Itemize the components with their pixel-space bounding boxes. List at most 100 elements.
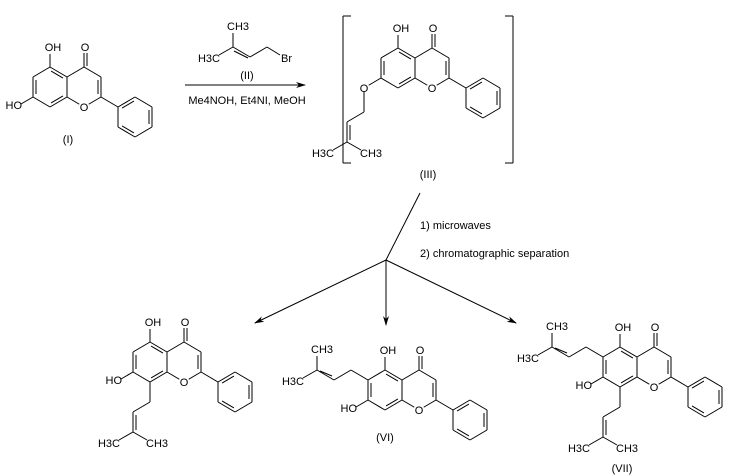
prenyl-double-bond [316, 369, 335, 381]
double-bond-line [456, 428, 470, 437]
prenyl-bond [332, 141, 348, 151]
ether-oxygen-label: O [360, 83, 369, 95]
reagent-microwaves: 1) microwaves [420, 220, 491, 232]
compound-label-I: (I) [63, 134, 73, 146]
bond [32, 66, 51, 78]
bond [100, 96, 119, 108]
carbonyl-oxygen-label: O [429, 23, 438, 35]
branch-arrow-stem [385, 192, 421, 261]
hydroxyl-label: HO [106, 375, 123, 387]
bond [670, 376, 689, 388]
methyl-label: H3C [198, 53, 220, 65]
bond [619, 376, 638, 388]
double-bond-line [121, 100, 135, 109]
bond [132, 341, 151, 353]
methyl-label: CH3 [546, 321, 568, 333]
label-mask [178, 376, 190, 388]
carbonyl-oxygen-label: O [416, 345, 425, 357]
prenyl-bond [568, 346, 587, 358]
hydroxyl-label: OH [615, 322, 632, 334]
methyl-label: H3C [98, 438, 120, 450]
methyl-label: CH3 [146, 438, 168, 450]
phenyl-bond [704, 376, 723, 388]
phenyl-bond [452, 399, 471, 411]
label-mask [78, 101, 90, 113]
bond [149, 371, 168, 383]
bond [249, 46, 268, 58]
prenyl-bond [346, 141, 362, 151]
prenyl-bond [350, 369, 369, 381]
prenyl-bond [585, 346, 604, 358]
phenyl-bond [465, 107, 484, 119]
ring-oxygen-label: O [415, 405, 424, 417]
bond [397, 47, 416, 59]
prenyl-bond [602, 436, 618, 446]
bond [66, 66, 85, 78]
double-bond-line [221, 400, 235, 409]
methyl-label: CH3 [227, 21, 249, 33]
hydroxyl-label: HO [576, 380, 593, 392]
bond [602, 346, 621, 358]
methyl-label: H3C [282, 376, 304, 388]
prenyl-bond [132, 401, 151, 413]
bond [636, 346, 655, 358]
methyl-label: CH3 [311, 344, 333, 356]
double-bond-line [469, 106, 483, 115]
double-bond-line [398, 51, 412, 60]
label-mask [413, 404, 425, 416]
phenyl-bond [117, 96, 136, 108]
bond [414, 47, 433, 59]
hydroxyl-label: OH [145, 317, 162, 329]
phenyl-bond [469, 399, 488, 411]
double-bond [232, 46, 251, 58]
bond [20, 96, 34, 105]
double-bond-line [221, 375, 235, 384]
double-bond-line [385, 373, 399, 382]
compound-label-II: (II) [240, 70, 253, 82]
double-bond-line [319, 370, 333, 377]
phenyl-bond [687, 376, 706, 388]
bond [183, 341, 202, 353]
double-bond-line [150, 345, 164, 354]
label-mask [426, 82, 438, 94]
double-bond-line [385, 398, 399, 407]
compound-label-III: (III) [420, 169, 437, 181]
label-mask [648, 381, 660, 393]
methyl-label: H3C [312, 148, 334, 160]
bond [380, 47, 399, 59]
methyl-label: CH3 [616, 443, 638, 455]
bond [266, 46, 281, 56]
double-bond-line [150, 370, 164, 379]
bond [431, 47, 450, 59]
bond [120, 371, 134, 380]
bond [132, 371, 151, 383]
carbonyl-oxygen-label: O [651, 322, 660, 334]
double-bond-line [691, 380, 705, 389]
methyl-label: H3C [568, 443, 590, 455]
bond [448, 77, 467, 89]
carbonyl-oxygen-label: O [81, 42, 90, 54]
prenyl-bond [346, 111, 365, 123]
bond [602, 376, 621, 388]
bond [200, 371, 219, 383]
phenyl-bond [234, 401, 253, 413]
double-bond-line [50, 70, 64, 79]
reagent-conditions-step1: Me4NOH, Et4NI, MeOH [188, 95, 305, 107]
phenyl-bond [469, 429, 488, 441]
bond [384, 399, 403, 411]
compound-label-VI: (VI) [376, 432, 394, 444]
hydroxyl-label: HO [6, 100, 23, 112]
bond [367, 369, 386, 381]
phenyl-bond [482, 107, 501, 119]
methyl-label: CH3 [360, 148, 382, 160]
bond [435, 399, 454, 411]
phenyl-bond [217, 401, 236, 413]
prenyl-bond [602, 406, 621, 418]
bond [380, 77, 399, 89]
hydroxyl-label: HO [341, 403, 358, 415]
bond [590, 376, 604, 385]
bond [367, 399, 386, 411]
bond [653, 346, 672, 358]
